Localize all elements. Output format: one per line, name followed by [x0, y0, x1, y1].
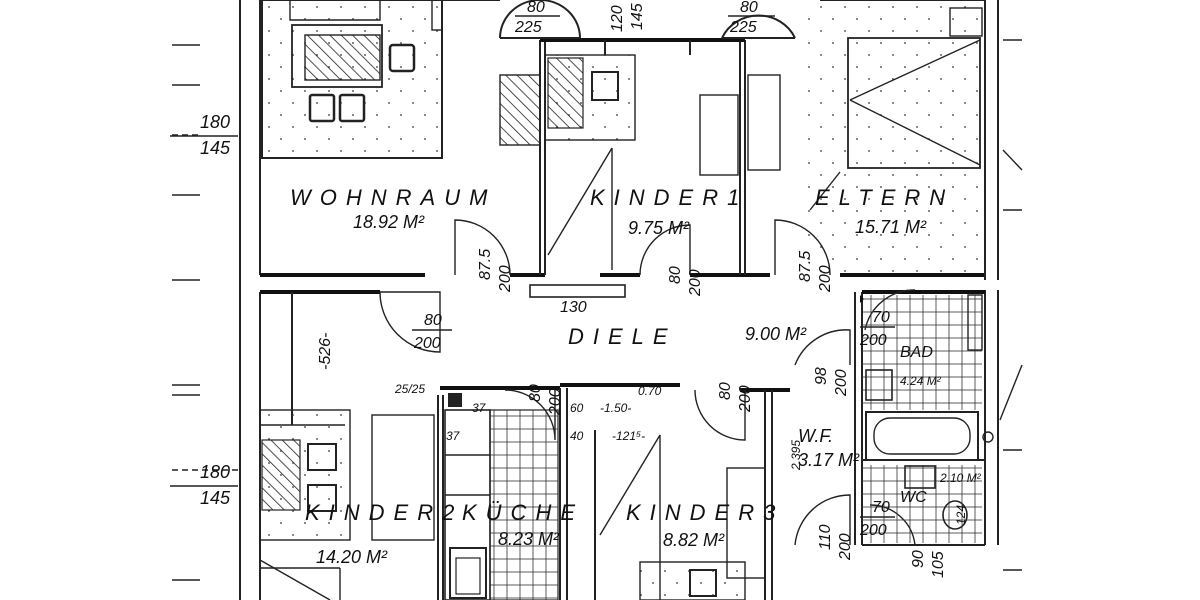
dim-door-eltern-a: 87.5 [797, 251, 814, 282]
dim-corner-2525: 25/25 [394, 382, 425, 396]
room-name-wc: WC [900, 489, 927, 506]
dim-wf-width: 2.395 [789, 440, 803, 471]
left-dimension-ticks [170, 44, 240, 581]
dim-door-kinder3-a: 80 [717, 382, 734, 400]
room-name-eltern: ELTERN [815, 185, 954, 210]
room-area-kinder3: 8.82 M² [663, 530, 725, 550]
walls [239, 0, 999, 600]
dim-left-lower-top: 180 [200, 462, 230, 482]
dim-window-right-bottom: 225 [729, 19, 757, 36]
dim-window-mid-bottom: 145 [629, 3, 646, 30]
dim-door-bad-b: 200 [859, 332, 887, 349]
right-outer-detail [999, 364, 1023, 571]
dim-door-bottom-b: 200 [837, 533, 854, 561]
wohnraum-furniture [261, 0, 443, 159]
dim-wc-124: 124 [954, 505, 968, 525]
dim-kinder3-1215: -121⁵- [612, 429, 645, 443]
dim-bottom-right-a: 90 [910, 550, 927, 568]
dim-window-left-bottom: 225 [514, 19, 542, 36]
dim-door-wohnraum-a: 87.5 [477, 249, 494, 280]
dim-niche-37a: 37 [472, 401, 487, 415]
door-swings [379, 219, 916, 546]
room-area-kueche: 8.23 M² [498, 529, 560, 549]
room-name-kinder1: KINDER1 [590, 185, 748, 210]
room-area-kinder1: 9.75 M² [628, 218, 690, 238]
dim-door-kueche-a: 80 [527, 384, 544, 402]
dim-window-right-top: 80 [740, 0, 758, 16]
bad-elements [860, 294, 994, 543]
kinder3-furniture [599, 434, 766, 600]
dim-bottom-right-b: 105 [930, 551, 947, 578]
dim-window-mid-top: 120 [609, 5, 626, 32]
room-area-wc: 2.10 M² [939, 471, 982, 485]
room-name-wf: W.F. [798, 426, 833, 446]
dim-door-eltern-b: 200 [817, 265, 834, 293]
dim-door-wf-a: 98 [813, 367, 830, 385]
dim-door-kinder1-a: 80 [667, 266, 684, 284]
room-area-kinder2: 14.20 M² [316, 547, 388, 567]
dim-door-kinder1-b: 200 [687, 269, 704, 297]
room-area-wohnraum: 18.92 M² [353, 212, 425, 232]
dim-door-wc-b: 200 [859, 522, 887, 539]
dim-diele-width: 130 [560, 299, 587, 316]
dim-niche-070: 0.70 [638, 384, 662, 398]
dim-door-bottom-a: 110 [817, 524, 834, 550]
dim-niche-40: 40 [570, 429, 584, 443]
dim-door-wf-b: 200 [833, 369, 850, 397]
dim-wall-526: -526- [317, 333, 334, 370]
kinder1-furniture [499, 54, 781, 270]
dim-door-wohnraum-b: 200 [497, 265, 514, 293]
kueche-elements [444, 393, 559, 600]
dim-door-bad-a: 70 [872, 309, 890, 326]
dim-door-kinder3-b: 200 [737, 385, 754, 413]
room-name-kinder3: KINDER3 [626, 500, 784, 525]
dim-door-wc-a: 70 [872, 499, 890, 516]
room-name-wohnraum: WOHNRAUM [290, 185, 496, 210]
room-name-kueche: KÜCHE [462, 500, 584, 525]
dim-door-kueche-b: 200 [547, 388, 564, 416]
dim-window-left-top: 80 [527, 0, 545, 16]
dim-door-entry-a: 80 [424, 312, 442, 329]
dim-left-upper-top: 180 [200, 112, 230, 132]
dim-niche-60: 60 [570, 401, 584, 415]
eltern-furniture [798, 0, 1023, 275]
room-name-diele: DIELE [568, 324, 677, 349]
room-name-kinder2: KINDER2 [305, 500, 463, 525]
room-area-wf: 3.17 M² [798, 450, 860, 470]
dim-niche-150: -1.50- [600, 401, 631, 415]
room-name-bad: BAD [900, 344, 933, 361]
dim-door-entry-b: 200 [413, 335, 441, 352]
room-area-eltern: 15.71 M² [855, 217, 927, 237]
room-area-diele: 9.00 M² [745, 324, 807, 344]
dim-niche-37b: 37 [446, 429, 461, 443]
dim-left-upper-bottom: 145 [200, 138, 231, 158]
room-labels: WOHNRAUM 18.92 M² KINDER1 9.75 M² ELTERN… [290, 185, 982, 567]
kinder2-furniture [259, 409, 435, 600]
dimension-labels: 80 225 120 145 80 225 180 145 180 145 87… [200, 0, 968, 578]
room-area-bad: 4.24 M² [900, 374, 942, 388]
diele-elements [529, 284, 626, 298]
dim-left-lower-bottom: 145 [200, 488, 231, 508]
